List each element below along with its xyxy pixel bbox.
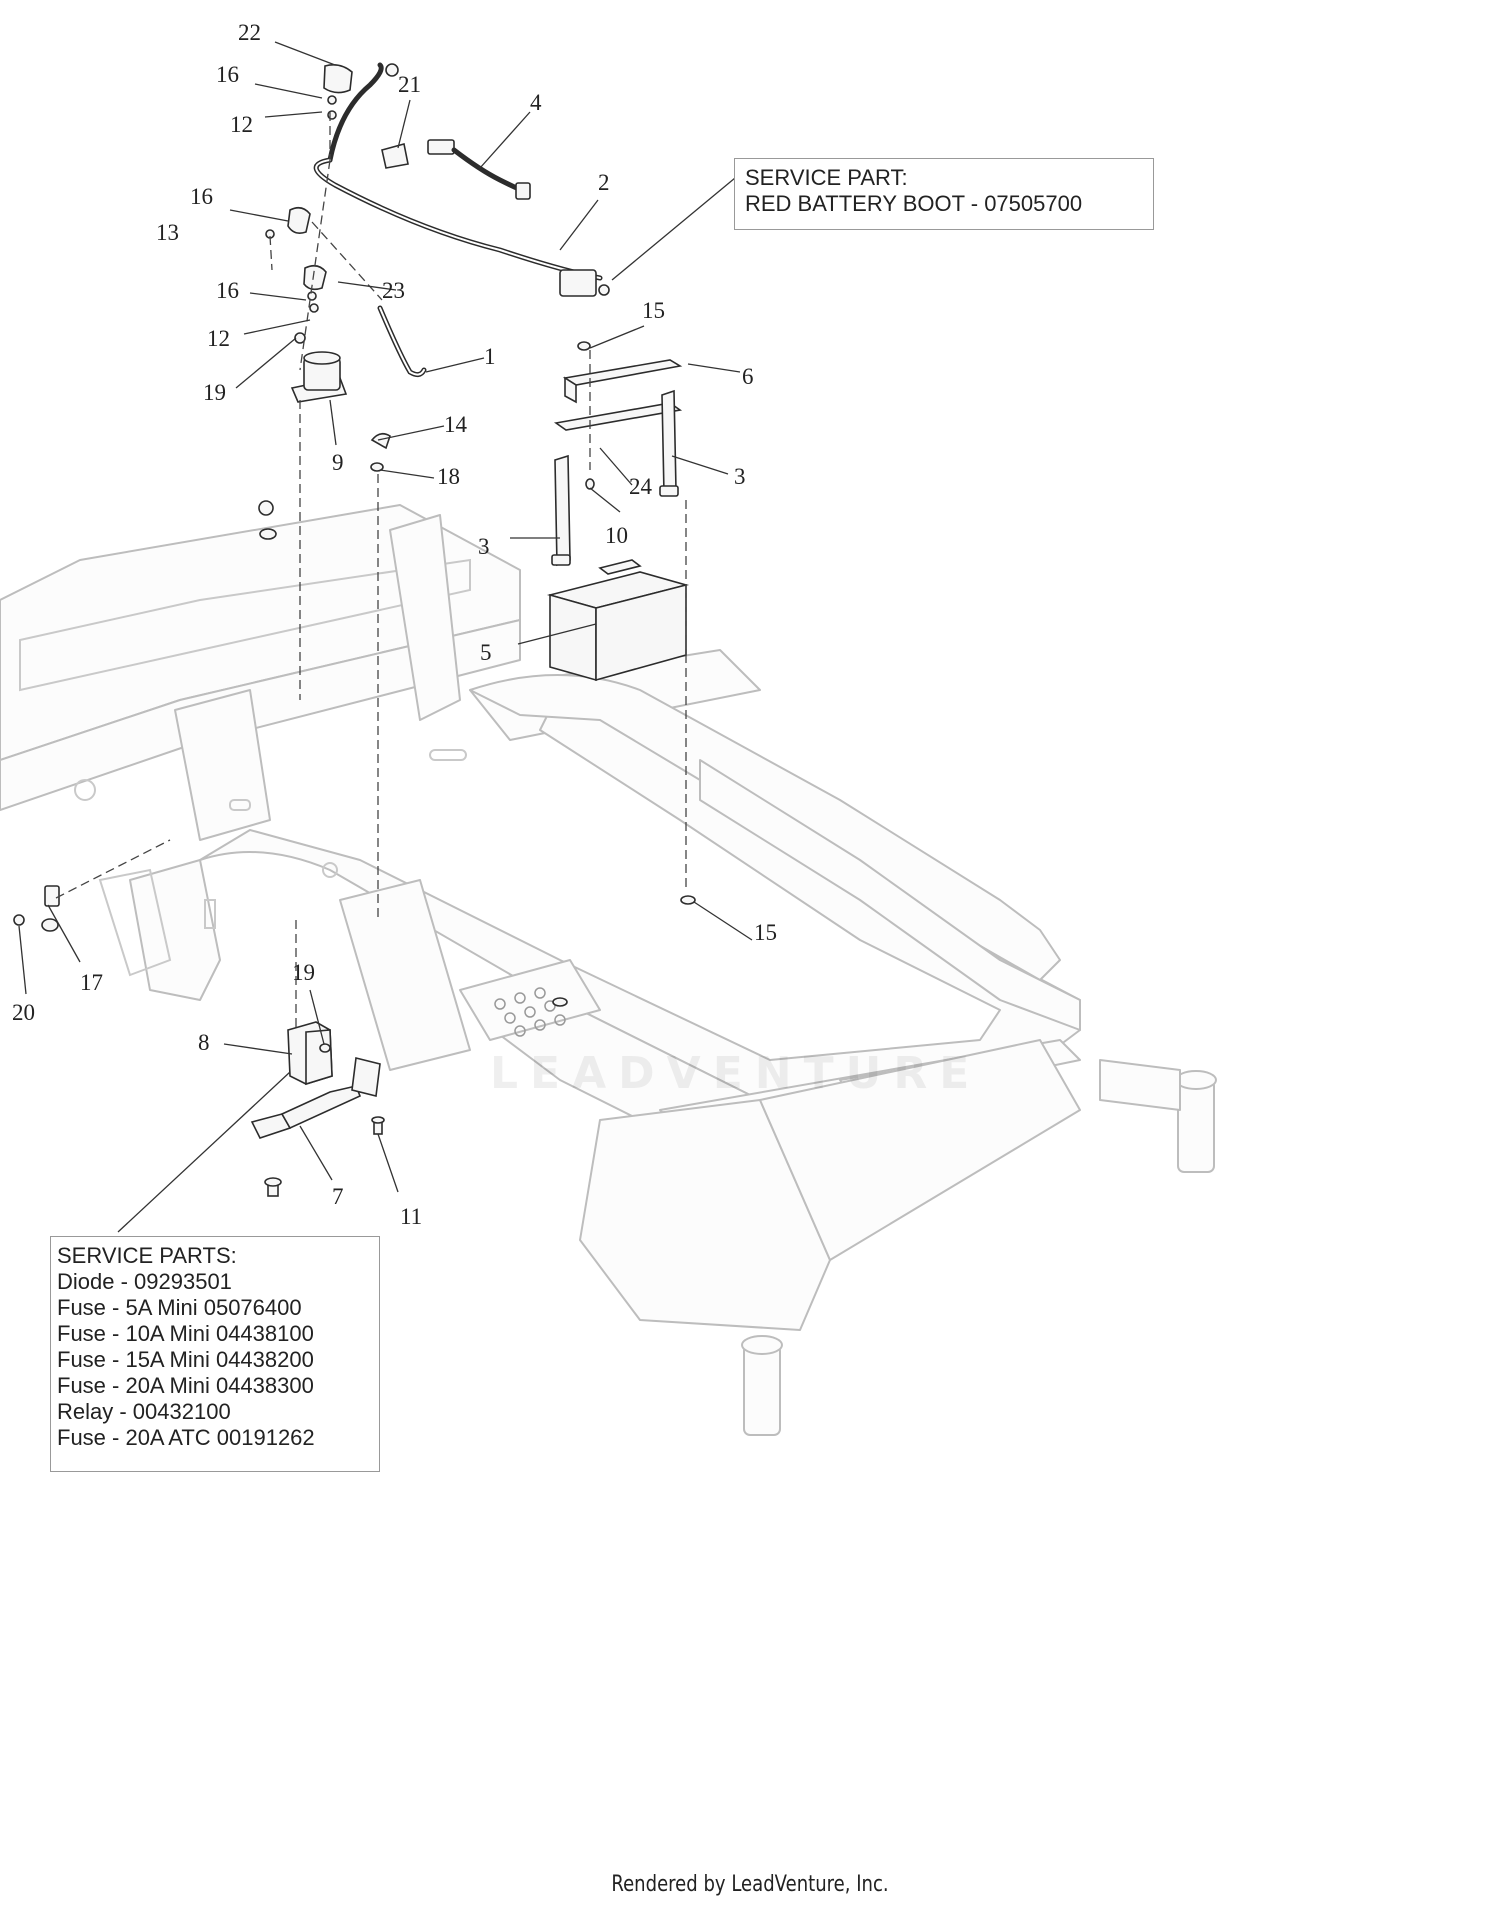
leader-lines (18, 41, 753, 1233)
callout-15: 15 (642, 298, 665, 323)
callout-3: 3 (734, 464, 746, 489)
callout-16: 16 (216, 62, 239, 87)
service-parts-list: SERVICE PARTS: Diode - 09293501 Fuse - 5… (50, 1236, 380, 1472)
callout-9: 9 (332, 450, 344, 475)
hold-down-rod-3-right (659, 389, 679, 497)
battery-cable-1 (377, 305, 427, 378)
battery-harness-2 (313, 62, 610, 297)
hold-down-rod-3-left (551, 454, 571, 567)
boot-13 (287, 206, 311, 234)
callout-15: 15 (754, 920, 777, 945)
callout-12: 12 (230, 112, 253, 137)
fuse-bracket-7 (250, 1057, 381, 1139)
callout-17: 17 (80, 970, 103, 995)
callout-21: 21 (398, 72, 421, 97)
callout-11: 11 (400, 1204, 422, 1229)
service-part-detail: RED BATTERY BOOT - 07505700 (745, 191, 1083, 216)
callout-5: 5 (480, 640, 492, 665)
watermark: LEADVENTURE (490, 1048, 982, 1099)
callout-12: 12 (207, 326, 230, 351)
service-part-callout: SERVICE PART: RED BATTERY BOOT - 0750570… (734, 158, 1154, 230)
callout-18: 18 (437, 464, 460, 489)
service-part-item: Relay - 00432100 (57, 1399, 231, 1424)
callout-6: 6 (742, 364, 754, 389)
mower-frame (0, 504, 1217, 1436)
boot-23 (303, 264, 327, 291)
footer-credit: Rendered by LeadVenture, Inc. (611, 1872, 889, 1897)
callout-20: 20 (12, 1000, 35, 1025)
callout-labels: 22 16 12 21 4 2 16 13 16 23 12 1 15 6 19… (12, 20, 777, 1229)
small-hardware (13, 95, 696, 1197)
callout-24: 24 (629, 474, 653, 499)
service-part-item: Fuse - 20A Mini 04438300 (57, 1373, 314, 1398)
footplate-holes (494, 987, 566, 1037)
battery-boot-22 (323, 64, 353, 94)
callout-23: 23 (382, 278, 405, 303)
callout-16: 16 (216, 278, 239, 303)
callout-14: 14 (444, 412, 468, 437)
callout-13: 13 (156, 220, 179, 245)
service-parts-heading: SERVICE PARTS: (57, 1243, 237, 1268)
callout-7: 7 (332, 1184, 344, 1209)
callout-22: 22 (238, 20, 261, 45)
service-part-item: Fuse - 5A Mini 05076400 (57, 1295, 302, 1320)
callout-8: 8 (198, 1030, 210, 1055)
harness-lead-4 (427, 139, 531, 200)
fuse-block-8 (287, 1021, 333, 1086)
battery-bracket-6 (553, 359, 683, 431)
callout-10: 10 (605, 523, 628, 548)
service-part-item: Diode - 09293501 (57, 1269, 232, 1294)
callout-3: 3 (478, 534, 490, 559)
solenoid-9 (290, 351, 348, 403)
service-part-item: Fuse - 20A ATC 00191262 (57, 1425, 315, 1450)
callout-19: 19 (292, 960, 315, 985)
callout-4: 4 (530, 90, 542, 115)
service-part-item: Fuse - 10A Mini 04438100 (57, 1321, 314, 1346)
callout-16: 16 (190, 184, 213, 209)
service-part-heading: SERVICE PART: (745, 165, 908, 190)
service-part-item: Fuse - 15A Mini 04438200 (57, 1347, 314, 1372)
callout-19: 19 (203, 380, 226, 405)
callout-1: 1 (484, 344, 496, 369)
callout-2: 2 (598, 170, 610, 195)
